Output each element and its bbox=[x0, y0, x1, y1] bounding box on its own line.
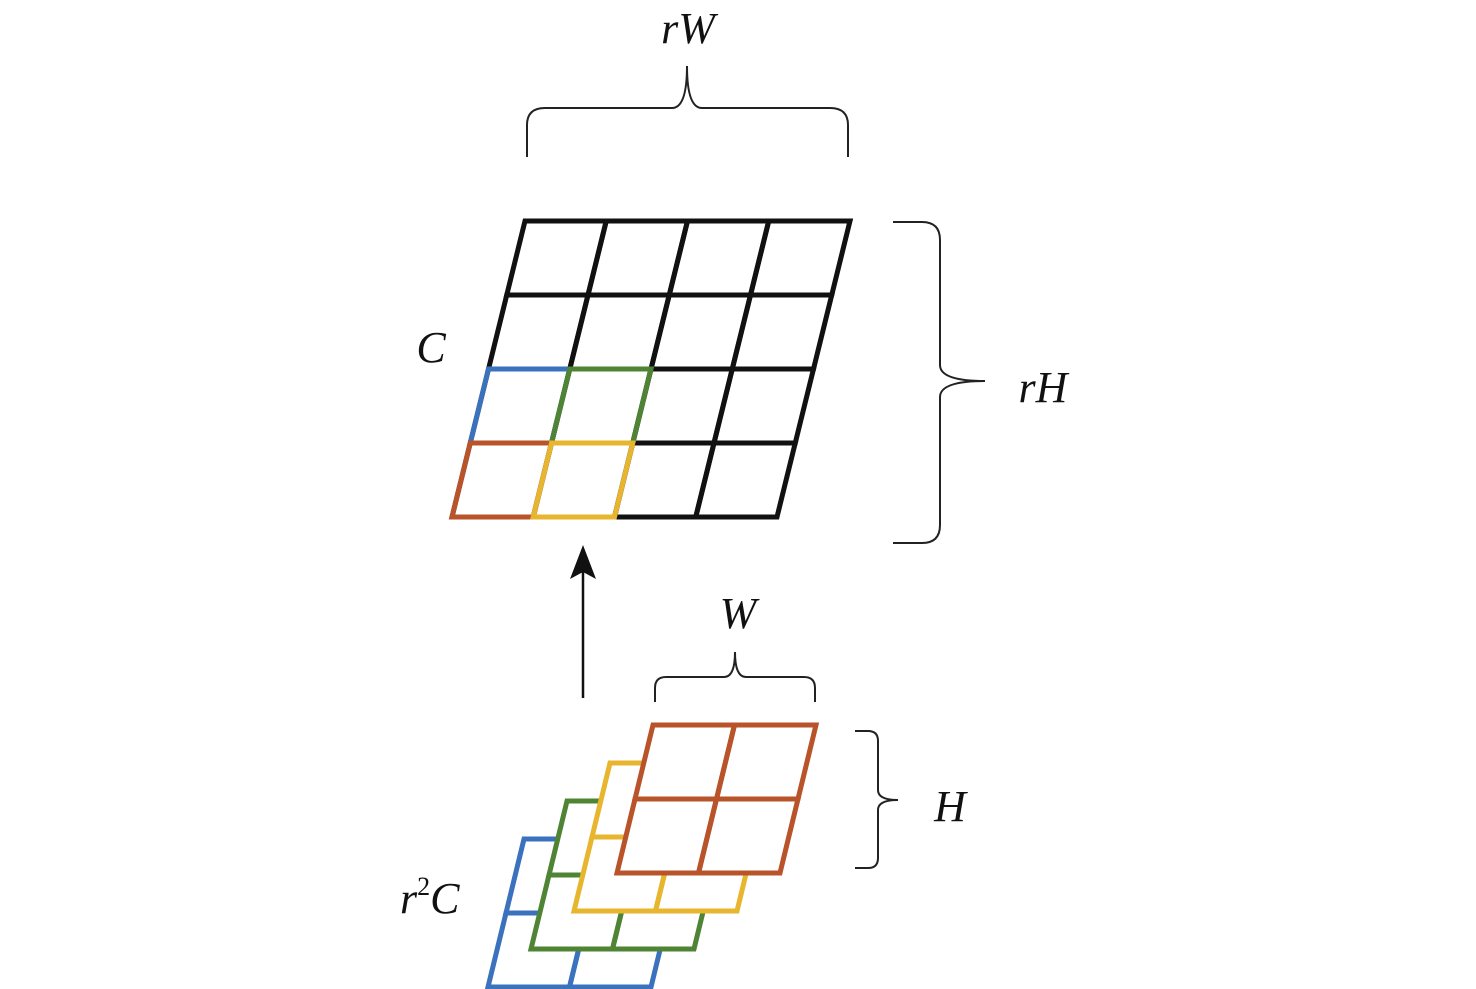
brace-rh bbox=[893, 221, 986, 544]
output-grid bbox=[448, 218, 854, 520]
label-r2c-sup: 2 bbox=[417, 872, 430, 901]
label-r2c-r: r bbox=[400, 874, 418, 923]
output-cell bbox=[692, 440, 799, 520]
label-r2c: r2C bbox=[400, 872, 460, 923]
input-stack bbox=[484, 722, 820, 989]
output-cell bbox=[710, 366, 817, 446]
label-w: W bbox=[720, 589, 760, 638]
label-rh: rH bbox=[1019, 363, 1070, 412]
input-layer-red bbox=[613, 722, 820, 876]
brace-w bbox=[654, 651, 816, 702]
label-c: C bbox=[416, 323, 446, 372]
input-cell bbox=[695, 796, 802, 876]
output-cell bbox=[747, 218, 854, 298]
output-cell bbox=[729, 292, 835, 372]
output-cell-yellow bbox=[530, 440, 636, 520]
upsample-arrow bbox=[570, 545, 596, 698]
brace-h bbox=[855, 730, 899, 869]
label-rw: rW bbox=[661, 4, 718, 53]
label-h: H bbox=[933, 782, 968, 831]
brace-rw bbox=[526, 65, 849, 157]
label-r2c-c: C bbox=[430, 874, 460, 923]
output-cell-green bbox=[548, 366, 655, 446]
